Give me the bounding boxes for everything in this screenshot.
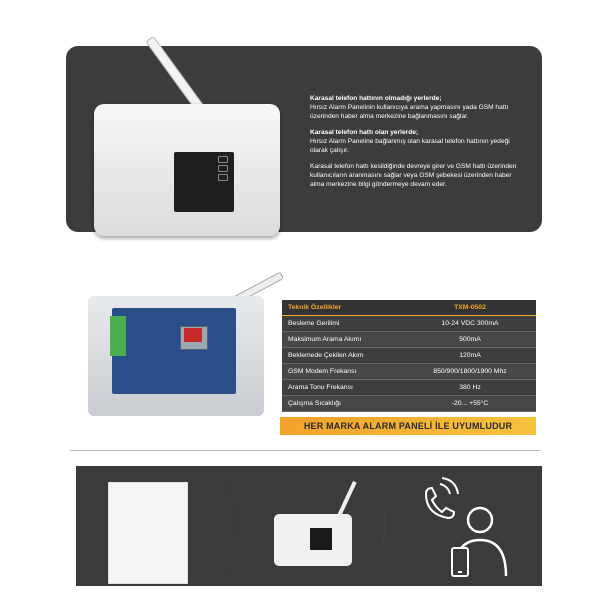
pcb (112, 308, 236, 394)
header-label: Teknik Özellikler (288, 304, 342, 311)
spec-value: 850/900/1800/1900 Mhz (433, 368, 507, 375)
spec-label: Maksimum Arama Akımı (288, 336, 362, 343)
status-led-icon (218, 165, 228, 172)
paragraph-body: Karasal telefon hattı kesildiğinde devre… (310, 163, 517, 188)
paragraph-heading: Karasal telefon hattı olan yerlerde; (310, 129, 419, 136)
spec-row: GSM Modem Frekansı 850/900/1800/1900 Mhz (282, 364, 536, 380)
spec-value: 120mA (459, 352, 481, 359)
spec-value: 380 Hz (459, 384, 481, 391)
spec-value: 500mA (459, 336, 481, 343)
spec-value: 10-24 VDC 300mA (441, 320, 499, 327)
circuit-board-image (88, 266, 285, 416)
user-call-icons (424, 477, 508, 577)
spec-row: Beklemede Çekilen Akım 120mA (282, 348, 536, 364)
spec-row: Arama Tonu Frekansı 380 Hz (282, 380, 536, 396)
spec-label: Beklemede Çekilen Akım (288, 352, 364, 359)
paragraph-heading: Karasal telefon hattının olmadığı yerler… (310, 95, 442, 102)
spec-row: Maksimum Arama Akımı 500mA (282, 332, 536, 348)
gsm-dialer-small-image (274, 480, 357, 566)
paragraph-body: Hırsız Alarm Panelinin kullanıcıya arama… (310, 104, 509, 120)
feature-description: Karasal telefon hattının olmadığı yerler… (310, 94, 524, 196)
spec-row: Besleme Gerilimi 10-24 VDC 300mA (282, 316, 536, 332)
status-led-icon (218, 174, 228, 181)
spec-table-header: Teknik Özellikler TXM-0502 (282, 300, 536, 316)
spec-row: Çalışma Sıcaklığı -20... +55°C (282, 396, 536, 412)
device-front-panel (174, 152, 234, 212)
terminal-block (110, 316, 126, 356)
spec-label: Çalışma Sıcaklığı (288, 400, 341, 407)
gsm-module (184, 328, 202, 342)
spec-label: GSM Modem Frekansı (288, 368, 357, 375)
spec-label: Besleme Gerilimi (288, 320, 340, 327)
gsm-dialer-device-image (94, 35, 280, 236)
device-front-panel (310, 528, 332, 550)
flow-step-alarm-panel (76, 466, 236, 586)
alarm-panel-image (108, 482, 188, 584)
phone-call-icon (424, 477, 459, 520)
spec-value: -20... +55°C (451, 400, 489, 407)
device-body (94, 104, 280, 236)
mobile-phone-icon (451, 547, 469, 577)
spec-table: Teknik Özellikler TXM-0502 Besleme Geril… (282, 300, 536, 412)
header-model: TXM-0502 (454, 304, 486, 311)
paragraph-body: Hırsız Alarm Paneline bağlanmış olan kar… (310, 138, 510, 154)
usage-flow-strip (76, 466, 542, 586)
spec-label: Arama Tonu Frekansı (288, 384, 353, 391)
status-led-icon (218, 156, 228, 163)
compatibility-banner: HER MARKA ALARM PANELİ İLE UYUMLUDUR (280, 417, 536, 435)
divider (70, 450, 540, 451)
